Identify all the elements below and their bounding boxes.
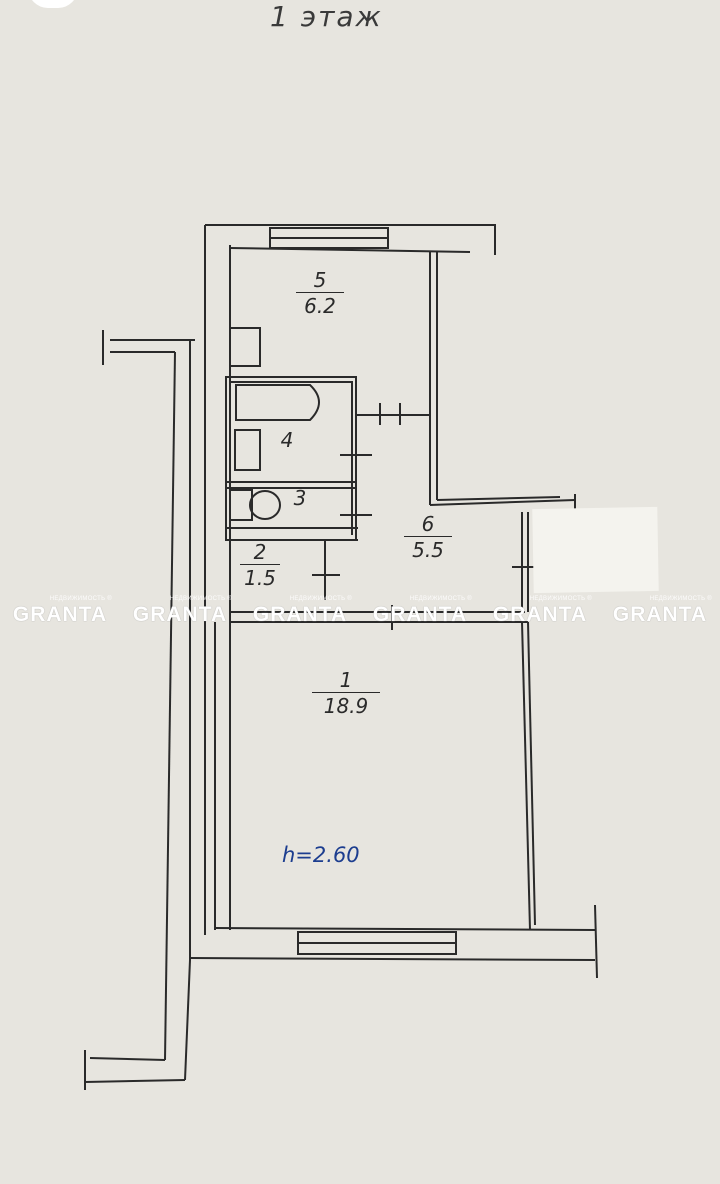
room-1-area: 18.9 [312, 692, 380, 718]
wall-room1-bottom-outer [189, 957, 596, 961]
room-2-number: 2 [253, 540, 267, 564]
room-6-area: 5.5 [404, 536, 452, 562]
wall-room1-right [521, 621, 531, 931]
watermark-item: НЕДВИЖИМОСТЬ ® GRANTA [492, 596, 592, 626]
corner-overlay [28, 0, 78, 8]
room-4-number: 4 [280, 428, 294, 452]
wall-corridor-top [429, 499, 576, 506]
watermark-item: НЕДВИЖИМОСТЬ ® GRANTA [252, 596, 352, 626]
room-3-label: 3 [288, 486, 312, 510]
watermark-item: НЕДВИЖИМОСТЬ ® GRANTA [372, 596, 472, 626]
floor-title: 1 этаж [270, 0, 383, 33]
stove-icon [229, 327, 261, 367]
watermark-item: НЕДВИЖИМОСТЬ ® GRANTA [612, 596, 712, 626]
room-6-number: 6 [421, 512, 435, 536]
room-5-area: 6.2 [296, 292, 344, 318]
room-6-label: 6 5.5 [404, 512, 452, 562]
watermark-item: НЕДВИЖИМОСТЬ ® GRANTA [132, 596, 232, 626]
room-1-label: 1 18.9 [312, 668, 380, 718]
room-4-label: 4 [274, 428, 300, 452]
toilet-icon [229, 489, 253, 521]
wall-top-outer [205, 224, 496, 255]
room-2-label: 2 1.5 [240, 540, 280, 590]
sink-icon [234, 429, 261, 471]
bathtub-icon [235, 384, 320, 421]
wall-neighbour-left [164, 351, 176, 1061]
room-2-area: 1.5 [240, 564, 280, 590]
room-3-number: 3 [293, 486, 307, 510]
wall-room1-bottom-inner [214, 927, 596, 931]
watermark-item: НЕДВИЖИМОСТЬ ® GRANTA [12, 596, 112, 626]
room-5-label: 5 6.2 [296, 268, 344, 318]
room-1-number: 1 [339, 668, 353, 692]
room-5-number: 5 [313, 268, 327, 292]
ceiling-height: h=2.60 [282, 843, 360, 867]
bathroom-block [225, 376, 357, 541]
paper-sticker [532, 506, 659, 594]
watermark-row: НЕДВИЖИМОСТЬ ® GRANTA НЕДВИЖИМОСТЬ ® GRA… [0, 596, 720, 632]
